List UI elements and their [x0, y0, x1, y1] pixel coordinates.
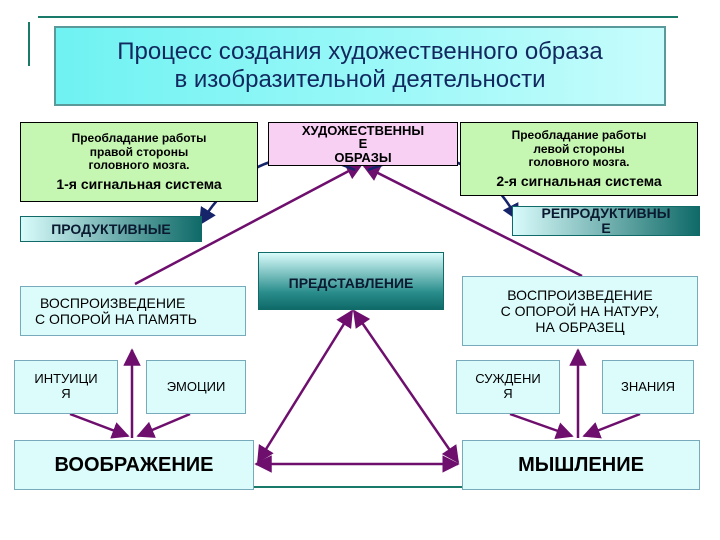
knowledge-label: ЗНАНИЯ — [620, 378, 676, 394]
arrow-intuition-to-imagination — [69, 412, 130, 439]
title-line-1: Процесс создания художественного образа — [117, 38, 603, 66]
artistic-images-line-3: ОБРАЗЫ — [334, 149, 392, 165]
arrow-right-to-images — [362, 164, 583, 278]
right-info-line-4: 2-я сигнальная система — [496, 173, 662, 190]
intuition-line-1: ИНТУИЦИ — [34, 371, 98, 387]
reproductive-line-2: Е — [601, 220, 611, 236]
representation-label: ПРЕДСТАВЛЕНИЕ — [288, 275, 414, 291]
left-info-line-1: Преобладание работы — [71, 130, 207, 145]
arrow-knowledge-to-thinking — [582, 412, 641, 439]
imagination-label: ВООБРАЖЕНИЕ — [54, 453, 214, 476]
productive-label: ПРОДУКТИВНЫЕ — [51, 220, 171, 237]
frame-top-line — [38, 16, 678, 18]
page-title: Процесс создания художественного образа … — [54, 26, 666, 106]
thinking-label: МЫШЛЕНИЕ — [518, 453, 644, 476]
left-info-line-2: правой стороны — [89, 144, 189, 159]
intuition-box: ИНТУИЦИ Я — [14, 360, 118, 414]
artistic-images-line-1: ХУДОЖЕСТВЕННЫ — [301, 122, 425, 138]
left-hemisphere-box: Преобладание работы правой стороны голов… — [20, 122, 258, 202]
right-info-line-2: левой стороны — [533, 141, 625, 156]
frame-left-line — [28, 22, 30, 66]
memory-line-1: ВОСПРОИЗВЕДЕНИЕ — [40, 294, 186, 311]
arrow-representation-thinking — [352, 309, 460, 464]
left-info-line-3: головного мозга. — [88, 158, 190, 173]
imagination-box: ВООБРАЖЕНИЕ — [14, 440, 254, 490]
arrow-left-to-images — [134, 162, 364, 286]
productive-box: ПРОДУКТИВНЫЕ — [20, 216, 202, 242]
knowledge-box: ЗНАНИЯ — [602, 360, 694, 414]
right-hemisphere-box: Преобладание работы левой стороны головн… — [460, 122, 698, 196]
title-line-2: в изобразительной деятельности — [174, 66, 546, 93]
arrow-judgments-to-thinking — [509, 412, 574, 439]
memory-reproduction-box: ВОСПРОИЗВЕДЕНИЕ С ОПОРОЙ НА ПАМЯТЬ — [20, 286, 246, 336]
nature-line-3: НА ОБРАЗЕЦ — [535, 319, 625, 336]
right-info-line-1: Преобладание работы — [511, 127, 647, 142]
right-info-line-3: головного мозга. — [528, 155, 630, 170]
thinking-box: МЫШЛЕНИЕ — [462, 440, 700, 490]
arrow-representation-imagination — [256, 309, 354, 464]
frame-bottom-line — [250, 486, 465, 488]
nature-line-1: ВОСПРОИЗВЕДЕНИЕ — [507, 286, 653, 303]
left-info-line-4: 1-я сигнальная система — [56, 176, 222, 193]
reproductive-line-1: РЕПРОДУКТИВНЫ — [541, 204, 671, 221]
intuition-line-2: Я — [61, 386, 71, 401]
representation-box: ПРЕДСТАВЛЕНИЕ — [258, 252, 444, 310]
judgments-line-2: Я — [503, 386, 513, 401]
judgments-box: СУЖДЕНИ Я — [456, 360, 560, 414]
reproductive-box: РЕПРОДУКТИВНЫ Е — [512, 204, 700, 236]
emotions-box: ЭМОЦИИ — [146, 360, 246, 414]
artistic-images-line-2: Е — [358, 136, 368, 152]
emotions-label: ЭМОЦИИ — [166, 378, 226, 394]
nature-reproduction-box: ВОСПРОИЗВЕДЕНИЕ С ОПОРОЙ НА НАТУРУ, НА О… — [462, 276, 698, 346]
memory-line-2: С ОПОРОЙ НА ПАМЯТЬ — [35, 311, 197, 327]
artistic-images-box: ХУДОЖЕСТВЕННЫ Е ОБРАЗЫ — [268, 122, 458, 166]
arrow-emotions-to-imagination — [136, 412, 191, 438]
judgments-line-1: СУЖДЕНИ — [475, 371, 541, 387]
nature-line-2: С ОПОРОЙ НА НАТУРУ, — [500, 302, 660, 319]
